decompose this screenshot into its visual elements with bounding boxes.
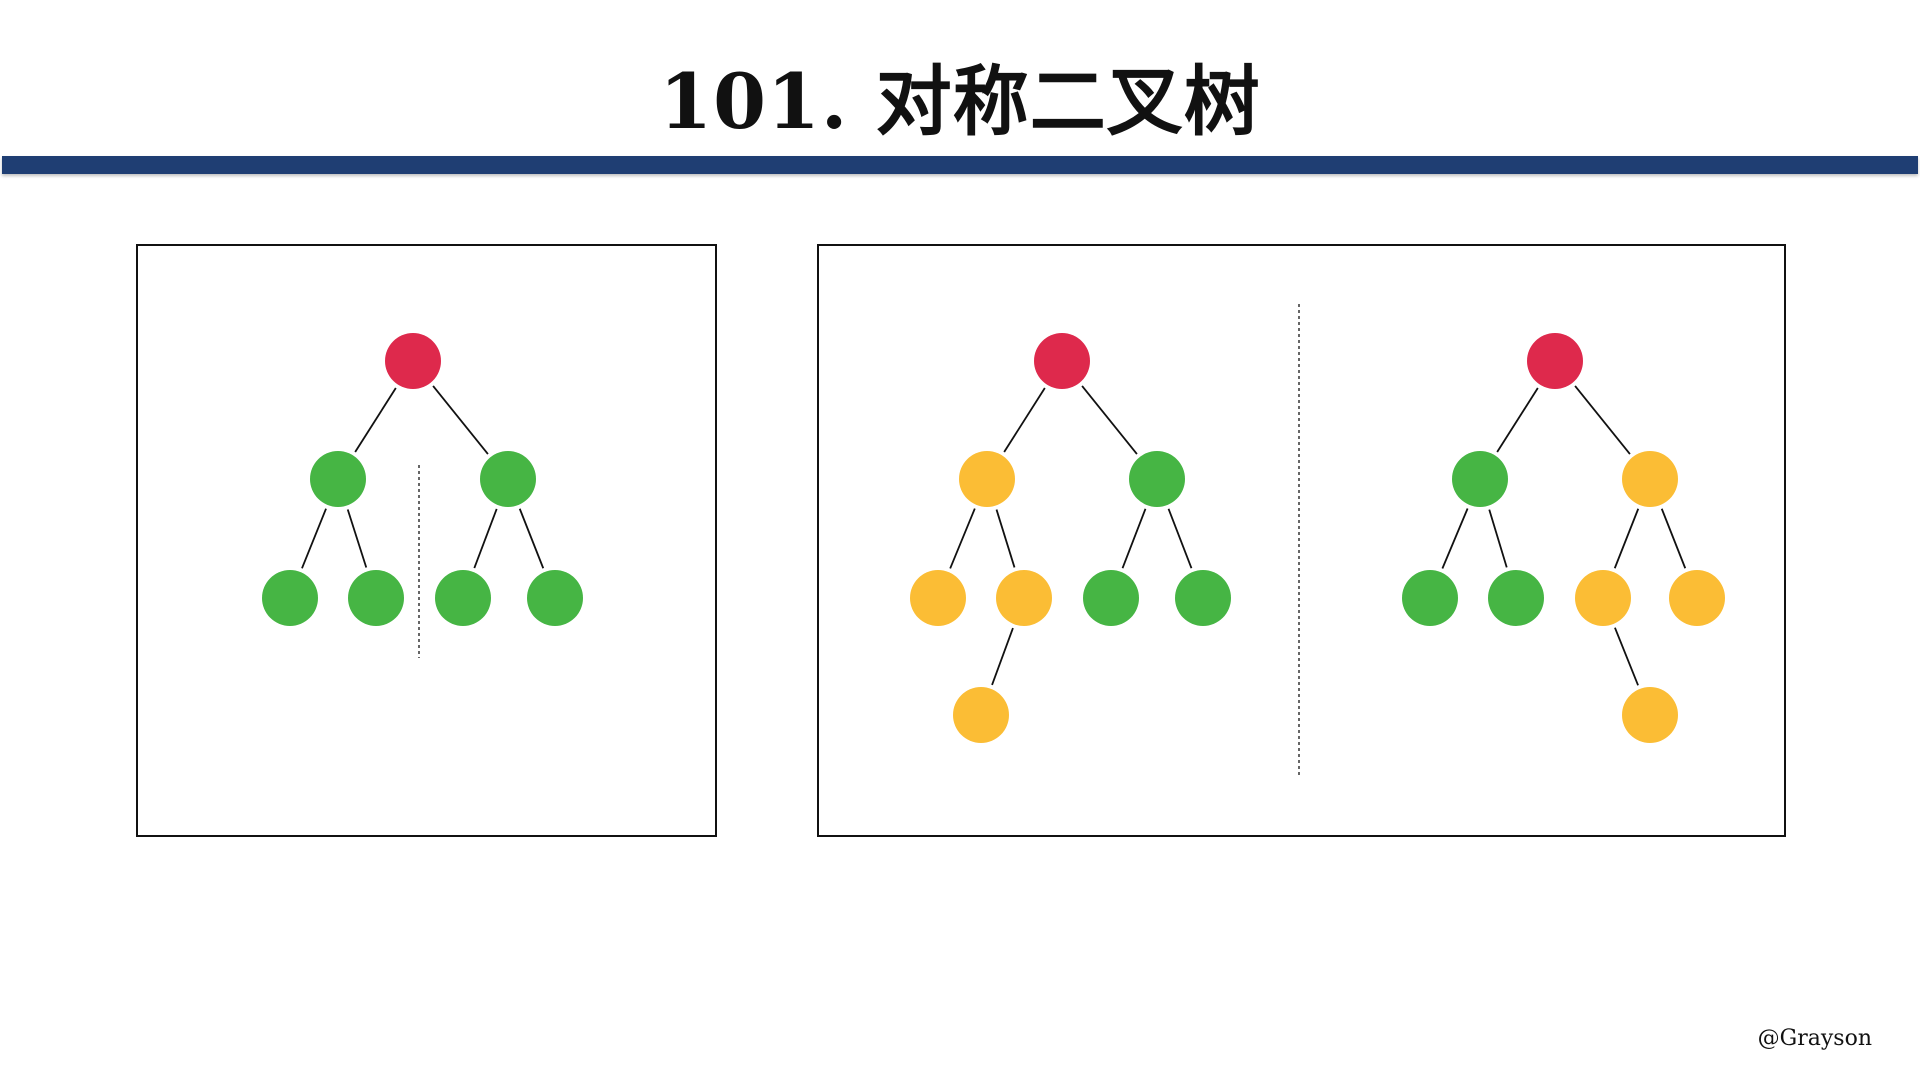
symmetric-tree-node-b1 bbox=[435, 570, 491, 626]
tree-nodes bbox=[262, 333, 1725, 743]
mirrored-tree-node-b2 bbox=[1669, 570, 1725, 626]
left-tree-node-b2 bbox=[1175, 570, 1231, 626]
left-tree-node-a2 bbox=[996, 570, 1052, 626]
mirrored-tree-edge-b1-b1r bbox=[1614, 627, 1639, 686]
symmetric-tree-node-a1 bbox=[262, 570, 318, 626]
symmetric-tree-edge-a-a1 bbox=[301, 508, 327, 569]
panel-comparison-example bbox=[817, 244, 1786, 837]
left-tree-edge-a-a2 bbox=[995, 509, 1016, 568]
symmetric-tree-node-a2 bbox=[348, 570, 404, 626]
symmetric-tree-node-b bbox=[480, 451, 536, 507]
left-tree-edge-a2-a2l bbox=[991, 627, 1014, 686]
symmetric-tree-edge-b-b1 bbox=[473, 508, 498, 569]
symmetric-tree-edge-a-a2 bbox=[346, 509, 368, 568]
mirrored-tree-node-a2 bbox=[1488, 570, 1544, 626]
tree-edges bbox=[301, 385, 1687, 686]
page-title: 101. 对称二叉树 bbox=[659, 57, 1261, 146]
symmetric-tree-node-r bbox=[385, 333, 441, 389]
left-tree-node-a1 bbox=[910, 570, 966, 626]
mirrored-tree-edge-b-b1 bbox=[1613, 508, 1640, 569]
mirrored-tree-edge-r-b bbox=[1574, 385, 1631, 455]
mirrored-tree-node-a bbox=[1452, 451, 1508, 507]
mirrored-tree-node-b1r bbox=[1622, 687, 1678, 743]
left-tree-node-r bbox=[1034, 333, 1090, 389]
author-credit: @Grayson bbox=[1757, 1026, 1872, 1051]
title-underline-bar bbox=[2, 156, 1918, 174]
mirrored-tree-node-a1 bbox=[1402, 570, 1458, 626]
symmetric-tree-node-b2 bbox=[527, 570, 583, 626]
left-tree-edge-r-a bbox=[1003, 387, 1046, 453]
left-tree-edge-b-b2 bbox=[1167, 508, 1193, 569]
left-tree-edge-b-b1 bbox=[1121, 508, 1147, 569]
symmetric-tree-edge-r-a bbox=[354, 387, 397, 453]
left-tree-node-b1 bbox=[1083, 570, 1139, 626]
panel-symmetric-example bbox=[136, 244, 717, 837]
mirrored-tree-node-r bbox=[1527, 333, 1583, 389]
mirrored-tree-edge-a-a2 bbox=[1488, 509, 1508, 568]
mirrored-tree-node-b1 bbox=[1575, 570, 1631, 626]
left-tree-node-b bbox=[1129, 451, 1185, 507]
mirrored-tree-edge-r-a bbox=[1496, 387, 1539, 453]
mirrored-tree-edge-b-b2 bbox=[1660, 508, 1687, 569]
left-tree-edge-a-a1 bbox=[949, 508, 976, 569]
mirrored-tree-node-b bbox=[1622, 451, 1678, 507]
symmetric-tree-edge-r-b bbox=[432, 385, 489, 455]
mirrored-tree-edge-a-a1 bbox=[1441, 508, 1469, 569]
symmetric-tree-edge-b-b2 bbox=[518, 508, 545, 569]
symmetric-tree-node-a bbox=[310, 451, 366, 507]
left-tree-edge-r-b bbox=[1081, 385, 1138, 455]
left-tree-node-a2l bbox=[953, 687, 1009, 743]
left-tree-node-a bbox=[959, 451, 1015, 507]
